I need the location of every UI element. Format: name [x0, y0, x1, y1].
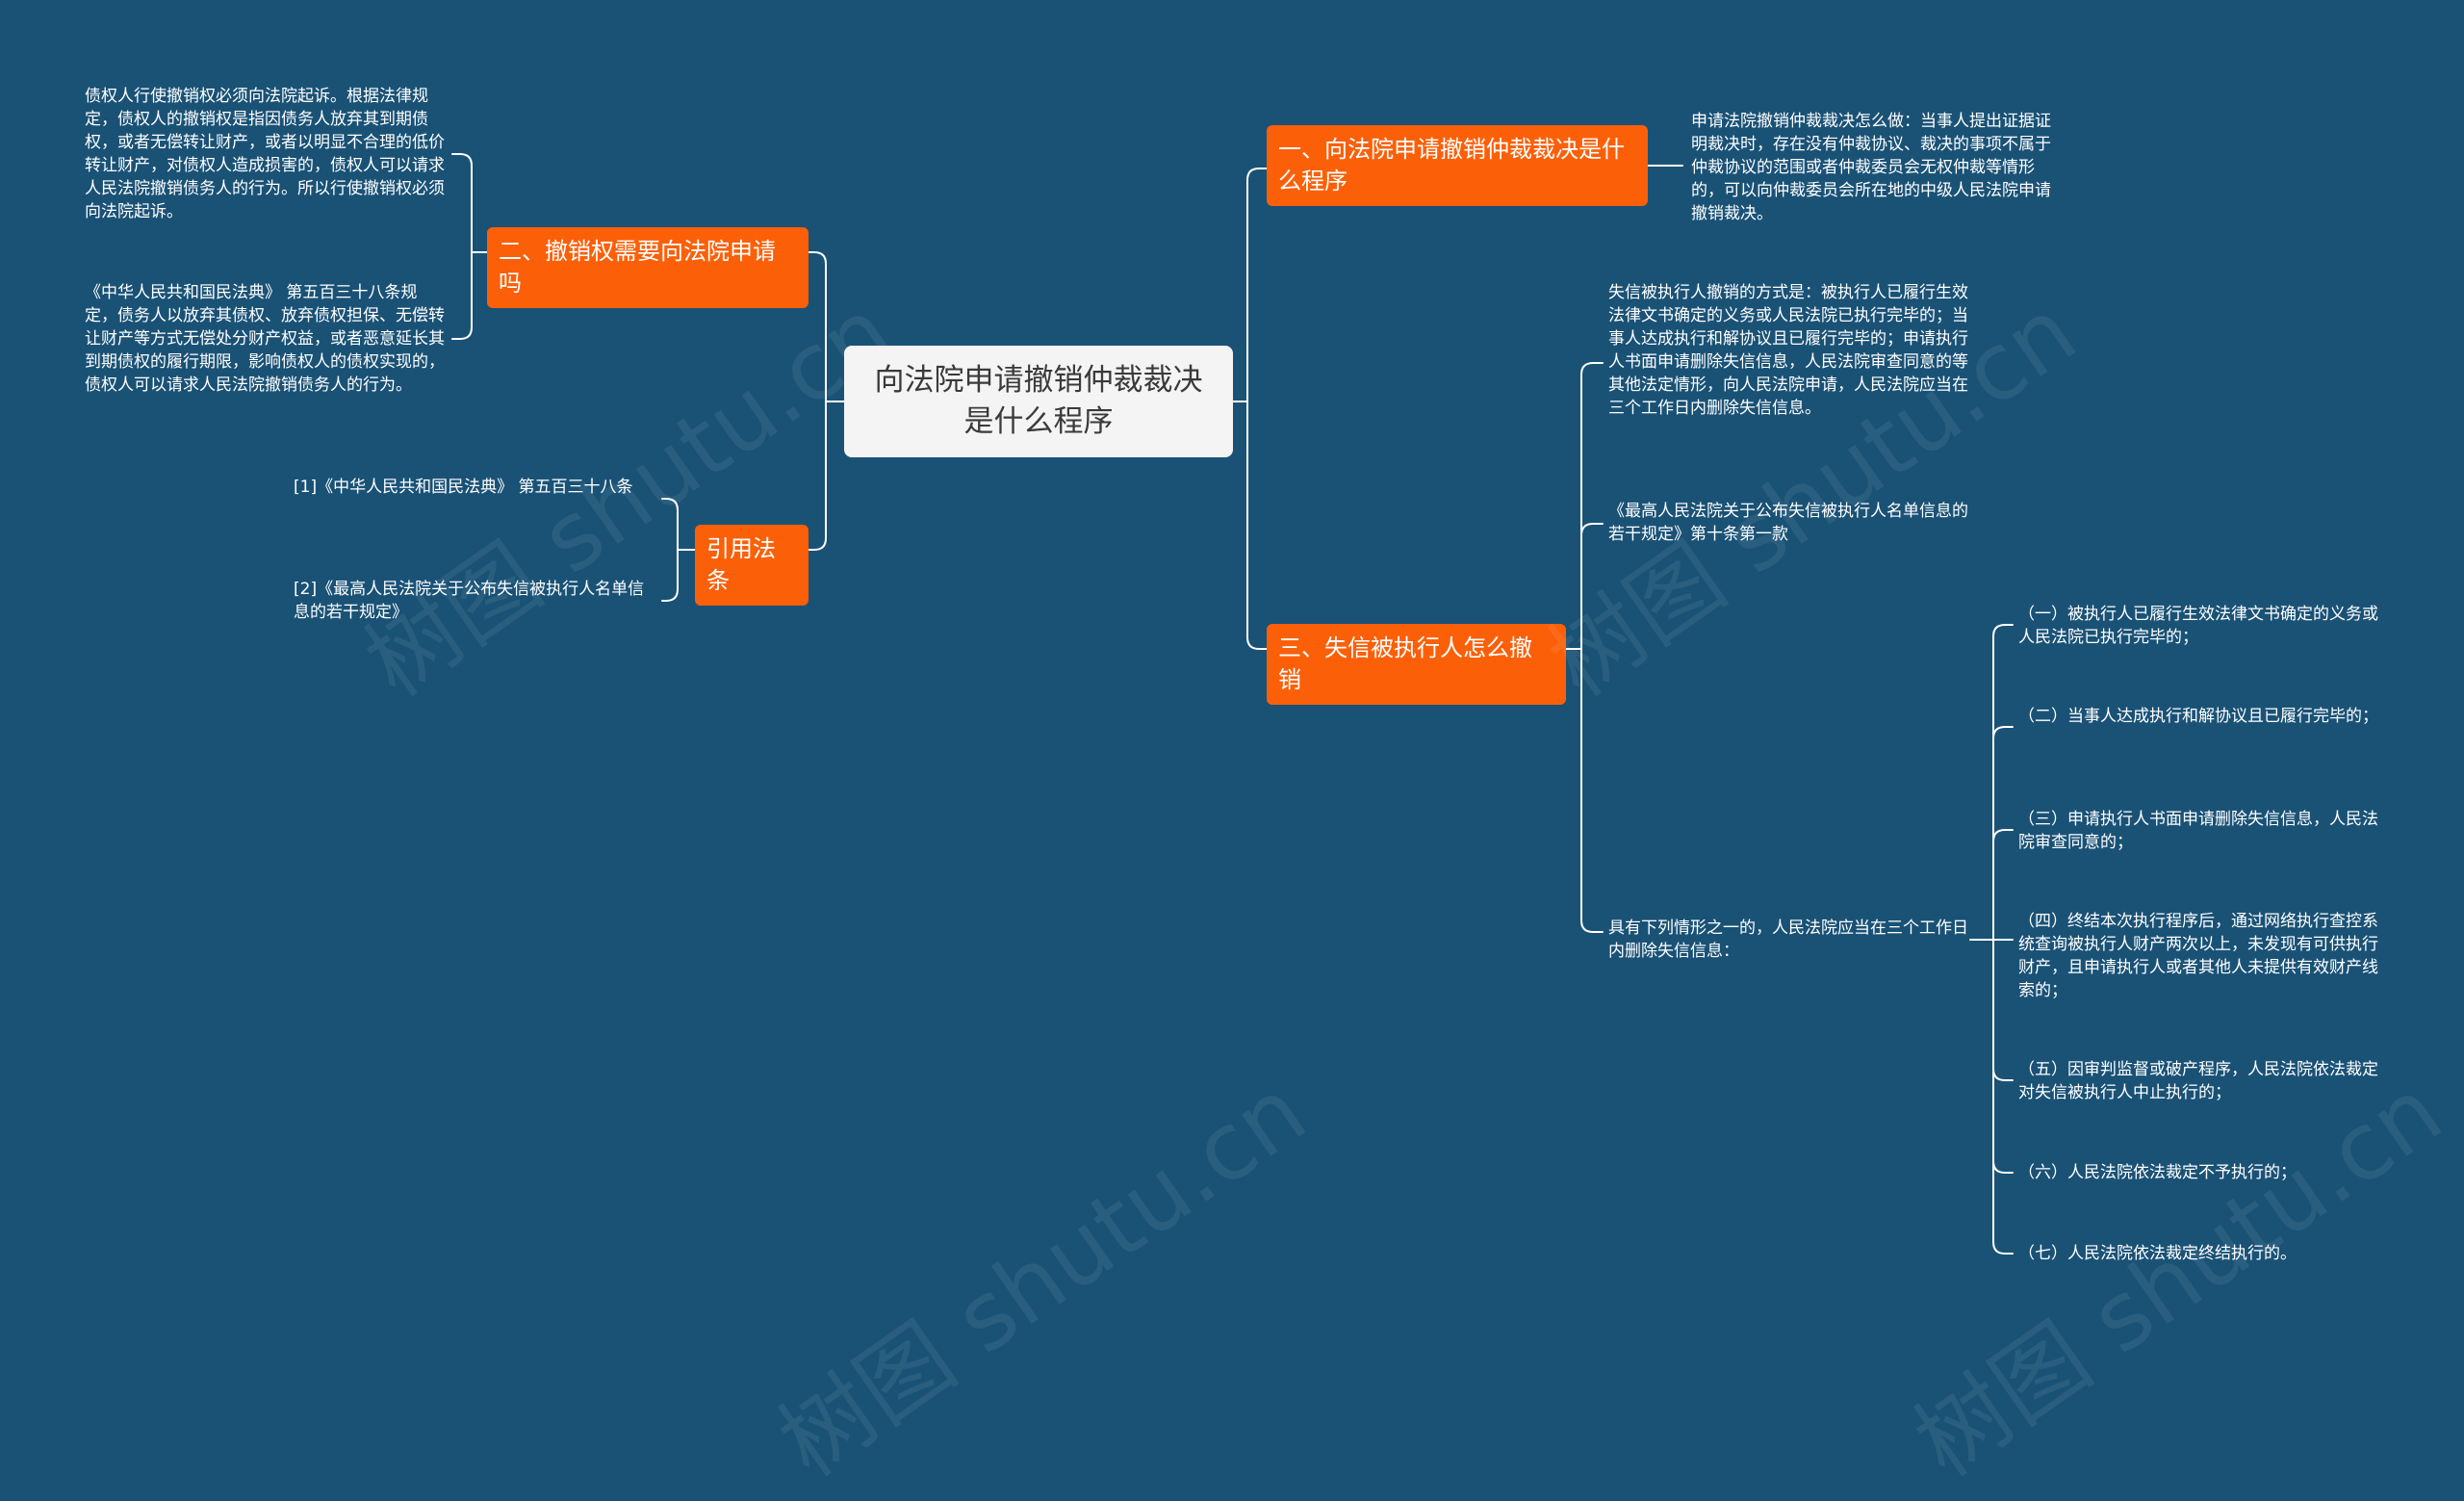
reference-1: [1]《中华人民共和国民法典》 第五百三十八条 — [294, 476, 657, 499]
connector-root-b3 — [1246, 401, 1268, 650]
condition-item-4-text: （四）终结本次执行程序后，通过网络执行查控系统查询被执行人财产两次以上，未发现有… — [2018, 912, 2378, 1000]
branch-references-label: 引用法条 — [706, 535, 776, 594]
connector-b4-ref1 — [661, 498, 679, 551]
connector-b2-detail1 — [451, 153, 473, 253]
condition-item: （六）人民法院依法裁定不予执行的； — [2018, 1161, 2380, 1184]
branch-3-detail-3: 具有下列情形之一的，人民法院应当在三个工作日内删除失信信息： — [1608, 917, 1970, 963]
condition-item: （四）终结本次执行程序后，通过网络执行查控系统查询被执行人财产两次以上，未发现有… — [2018, 910, 2380, 1002]
branch-2-detail-1-text: 债权人行使撤销权必须向法院起诉。根据法律规定，债权人的撤销权是指因债务人放弃其到… — [85, 87, 445, 221]
connector-root-b1 — [1246, 168, 1268, 402]
branch-2-detail-2: 《中华人民共和国民法典》 第五百三十八条规定，债务人以放弃其债权、放弃债权担保、… — [85, 281, 449, 397]
branch-2-detail-2-text: 《中华人民共和国民法典》 第五百三十八条规定，债务人以放弃其债权、放弃债权担保、… — [85, 283, 445, 395]
condition-item: （七）人民法院依法裁定终结执行的。 — [2018, 1242, 2380, 1265]
connector-root-b2 — [808, 251, 827, 402]
condition-item: （三）申请执行人书面申请删除失信信息，人民法院审查同意的； — [2018, 808, 2380, 854]
branch-references[interactable]: 引用法条 — [695, 525, 808, 606]
connector-item-5 — [1992, 939, 2014, 1081]
branch-3-detail-1: 失信被执行人撤销的方式是：被执行人已履行生效法律文书确定的义务或人民法院已执行完… — [1608, 281, 1970, 420]
condition-item: （一）被执行人已履行生效法律文书确定的义务或人民法院已执行完毕的； — [2018, 603, 2380, 649]
connector-b2-detail2 — [451, 251, 473, 340]
branch-1-label: 一、向法院申请撤销仲裁裁决是什么程序 — [1278, 136, 1625, 194]
connector-item-7 — [1992, 939, 2014, 1255]
connector-lines — [451, 153, 2014, 1255]
condition-item-2-text: （二）当事人达成执行和解协议且已履行完毕的； — [2018, 707, 2378, 726]
reference-2: [2]《最高人民法院关于公布失信被执行人名单信息的若干规定》 — [294, 578, 657, 624]
reference-2-text: [2]《最高人民法院关于公布失信被执行人名单信息的若干规定》 — [294, 580, 645, 622]
branch-2[interactable]: 二、撤销权需要向法院申请吗 — [487, 227, 808, 308]
connector-root-b4 — [808, 401, 827, 551]
condition-item: （二）当事人达成执行和解协议且已履行完毕的； — [2018, 705, 2380, 728]
condition-item-7-text: （七）人民法院依法裁定终结执行的。 — [2018, 1244, 2297, 1263]
branch-3[interactable]: 三、失信被执行人怎么撤销 — [1267, 624, 1566, 705]
branch-1-detail: 申请法院撤销仲裁裁决怎么做：当事人提出证据证明裁决时，存在没有仲裁协议、裁决的事… — [1691, 110, 2052, 225]
branch-2-detail-1: 债权人行使撤销权必须向法院起诉。根据法律规定，债权人的撤销权是指因债务人放弃其到… — [85, 85, 449, 223]
connector-item-2 — [1992, 726, 2014, 941]
branch-1-detail-text: 申请法院撤销仲裁裁决怎么做：当事人提出证据证明裁决时，存在没有仲裁协议、裁决的事… — [1691, 112, 2051, 223]
branch-3-detail-1-text: 失信被执行人撤销的方式是：被执行人已履行生效法律文书确定的义务或人民法院已执行完… — [1608, 283, 1968, 418]
mind-map-canvas: 向法院申请撤销仲裁裁决是什么程序 一、向法院申请撤销仲裁裁决是什么程序 申请法院… — [85, 85, 2460, 1497]
branch-3-detail-2: 《最高人民法院关于公布失信被执行人名单信息的若干规定》第十条第一款 — [1608, 500, 1970, 546]
branch-2-label: 二、撤销权需要向法院申请吗 — [499, 238, 776, 297]
connector-item-3 — [1992, 829, 2014, 941]
branch-3-detail-2-text: 《最高人民法院关于公布失信被执行人名单信息的若干规定》第十条第一款 — [1608, 502, 1968, 544]
condition-item-6-text: （六）人民法院依法裁定不予执行的； — [2018, 1163, 2297, 1182]
connector-item-1 — [1992, 624, 2014, 941]
condition-item: （五）因审判监督或破产程序，人民法院依法裁定对失信被执行人中止执行的； — [2018, 1058, 2380, 1104]
reference-1-text: [1]《中华人民共和国民法典》 第五百三十八条 — [294, 478, 633, 497]
connector-b4-ref2 — [661, 549, 679, 602]
central-topic-label: 向法院申请撤销仲裁裁决是什么程序 — [874, 363, 1203, 439]
connector-b3-detail1 — [1580, 362, 1604, 650]
condition-item-5-text: （五）因审判监督或破产程序，人民法院依法裁定对失信被执行人中止执行的； — [2018, 1060, 2378, 1102]
connector-b3-detail3 — [1580, 648, 1604, 933]
condition-item-1-text: （一）被执行人已履行生效法律文书确定的义务或人民法院已执行完毕的； — [2018, 605, 2378, 647]
branch-3-detail-3-text: 具有下列情形之一的，人民法院应当在三个工作日内删除失信信息： — [1608, 919, 1968, 961]
condition-item-3-text: （三）申请执行人书面申请删除失信信息，人民法院审查同意的； — [2018, 810, 2378, 852]
branch-3-label: 三、失信被执行人怎么撤销 — [1278, 634, 1532, 693]
connector-item-6 — [1992, 939, 2014, 1174]
connector-b3-detail2 — [1580, 523, 1604, 650]
branch-1[interactable]: 一、向法院申请撤销仲裁裁决是什么程序 — [1267, 125, 1648, 206]
central-topic[interactable]: 向法院申请撤销仲裁裁决是什么程序 — [844, 346, 1233, 457]
